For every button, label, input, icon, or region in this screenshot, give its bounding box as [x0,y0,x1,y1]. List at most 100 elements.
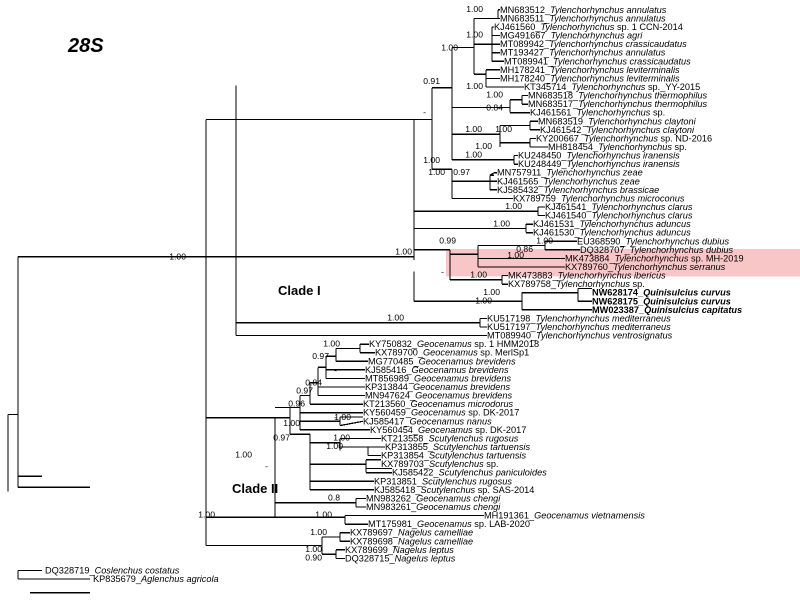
tip-label: MW023387_Quinisulcius capitatus [592,305,742,315]
accession-number: KJ585417_ [363,416,410,426]
tip-label: KJ585416_Geocenamus brevidens [365,365,509,375]
species-name: Tylenchorhynchus thermophilus [578,99,707,109]
support-value: 1.00 [536,235,553,245]
accession-number: MN683517_ [528,99,579,109]
tip-label: MN983262_Geocenamus chengi [366,493,501,503]
species-name: Aglenchus agricola [140,574,219,584]
species-name: Geocenamus brevidens [414,373,511,383]
accession-number: MH178240_ [500,73,551,83]
tip-label: KP313851_Scutylenchus rugosus [374,476,512,486]
species-name: Tylenchorhynchus clarus [592,211,693,221]
species-name: Tylenchorhynchus leviterminalis [550,65,680,75]
support-value: 1.00 [423,155,440,165]
tip-label: KX789703_Scutylenchus sp. [381,459,499,469]
tip-label: MN947624_Geocenamus brevidens [365,391,513,401]
support-value: - [423,107,426,117]
species-name: Tylenchorhynchus [572,82,646,92]
accession-number: KJ461530_ [533,228,580,238]
accession-number: KY560454_ [370,425,419,435]
strain-suffix: sp. MH-2019 [688,253,743,263]
tip-label: MN683511_Tylenchorhynchus annulatus [500,13,666,23]
support-value: 0.90 [305,553,322,563]
tip-label: KP313854_Scutylenchus tartuensis [381,451,526,461]
tip-label: MN757911_Tylenchorhynchus zeae [497,168,643,178]
tip-label: MN683519_Tylenchorhynchus claytoni [538,116,697,126]
accession-number: KJ585432_ [497,185,544,195]
accession-number: MH818454_ [548,142,599,152]
species-name: Geocenamus brevidens [412,365,509,375]
species-name: Nagelus leptus [393,545,454,555]
accession-number: KT345714_ [524,82,572,92]
species-name: Scutylenchus tartuensis [429,451,526,461]
support-value: 1.00 [305,544,322,554]
tip-label: KX789758_Tylenchorhynchus sp. [508,279,645,289]
support-value: 0.84 [486,103,503,113]
species-name: Tylenchorhynchus zeae [546,168,642,178]
accession-number: KX789760_ [565,262,614,272]
support-value: 1.00 [466,4,483,14]
accession-number: MT175981_ [368,519,418,529]
accession-number: MT089942_ [500,39,550,49]
clade-label-2: Clade II [232,481,278,496]
strain-suffix: sp. MerlSp1 [478,348,530,358]
tip-label: MN983261_Geocenamus chengi [366,502,501,512]
support-value: 1.00 [465,150,482,160]
strain-suffix: sp. 1 CCN-2014 [614,22,682,32]
support-value: 1.00 [428,167,445,177]
accession-number: MT193427_ [500,48,550,58]
accession-number: KJ461565_ [497,176,544,186]
gene-label: 28S [67,35,104,57]
tip-label: KX789759_Tylenchorhynchus microconus [513,193,685,203]
accession-number: KP313855_ [385,442,434,452]
tip-label: MH178240_Tylenchorhynchus leviterminalis [500,73,680,83]
tip-label: KY560454_Geocenamus sp. DK-2017 [370,425,526,435]
accession-number: KU517197_ [487,322,536,332]
support-value: - [441,266,444,276]
accession-number: MN947624_ [365,391,416,401]
species-name: Tylenchorhynchus [615,253,689,263]
support-value: 1.00 [333,433,350,443]
tip-label: MK473883_Tylenchorhynchus ibericus [508,271,666,281]
species-name: Tylenchorhynchus annulatus [549,13,666,23]
support-value: 1.00 [466,81,483,91]
tip-label: KU248450_Tylenchorhynchus iranensis [518,151,680,161]
tip-label: MG770485_Geocenamus brevidens [368,356,516,366]
tip-label: KP835679_Aglenchus agricola [93,574,219,584]
species-name: Tylenchorhynchus [577,108,651,118]
species-name: Geocenamus brevidens [415,391,512,401]
accession-number: KY200667_ [536,133,585,143]
tip-label: KJ461561_Tylenchorhynchus sp. [530,108,665,118]
strain-suffix: sp. DK-2017 [473,425,527,435]
support-value: 0.97 [453,167,470,177]
species-name: Tylenchorhynchus claytoni [588,116,697,126]
tip-label: KJ461531_Tylenchorhynchus aduncus [533,219,691,229]
accession-number: MG491667_ [500,31,551,41]
tip-label: MH191361_Geocenamus vietnamensis [484,511,645,521]
species-name: Tylenchorhynchus dubius [626,236,730,246]
species-name: Tylenchorhynchus ibericus [558,271,666,281]
accession-number: MK473884_ [565,253,615,263]
species-name: Tylenchorhynchus leviterminalis [550,73,680,83]
support-value: - [334,365,337,375]
accession-number: KT213558_ [381,433,429,443]
species-name: Tylenchorhynchus serranus [613,262,726,272]
support-value: 1.00 [466,30,483,40]
accession-number: MN683518_ [528,91,579,101]
tip-label: KU517197_Tylenchorhynchus mediterraneus [487,322,671,332]
tip-label: KT213558_Scutylenchus rugosus [381,433,519,443]
tip-label: KJ461560_Tylenchorhynchus sp. 1 CCN-2014 [494,22,683,32]
strain-suffix: sp. LAB-2020 [472,519,530,529]
tip-label: KX789699_Nagelus leptus [345,545,454,555]
support-value: 1.00 [470,270,487,280]
support-value: 1.00 [505,201,522,211]
species-name: Tylenchorhynchus ventrosignatus [536,331,673,341]
species-name: Quinisulcius curvus [643,296,731,306]
accession-number: MT089940_ [487,331,537,341]
species-name: Tylenchorhynchus iranensis [567,159,681,169]
support-value: 1.00 [395,247,412,257]
tip-label: KX789760_Tylenchorhynchus serranus [565,262,726,272]
tip-label-layer: MN683512_Tylenchorhynchus annulatusMN683… [45,5,744,584]
support-value: 0.96 [288,398,305,408]
tip-label: KJ585417_Geocenamus nanus [363,416,492,426]
